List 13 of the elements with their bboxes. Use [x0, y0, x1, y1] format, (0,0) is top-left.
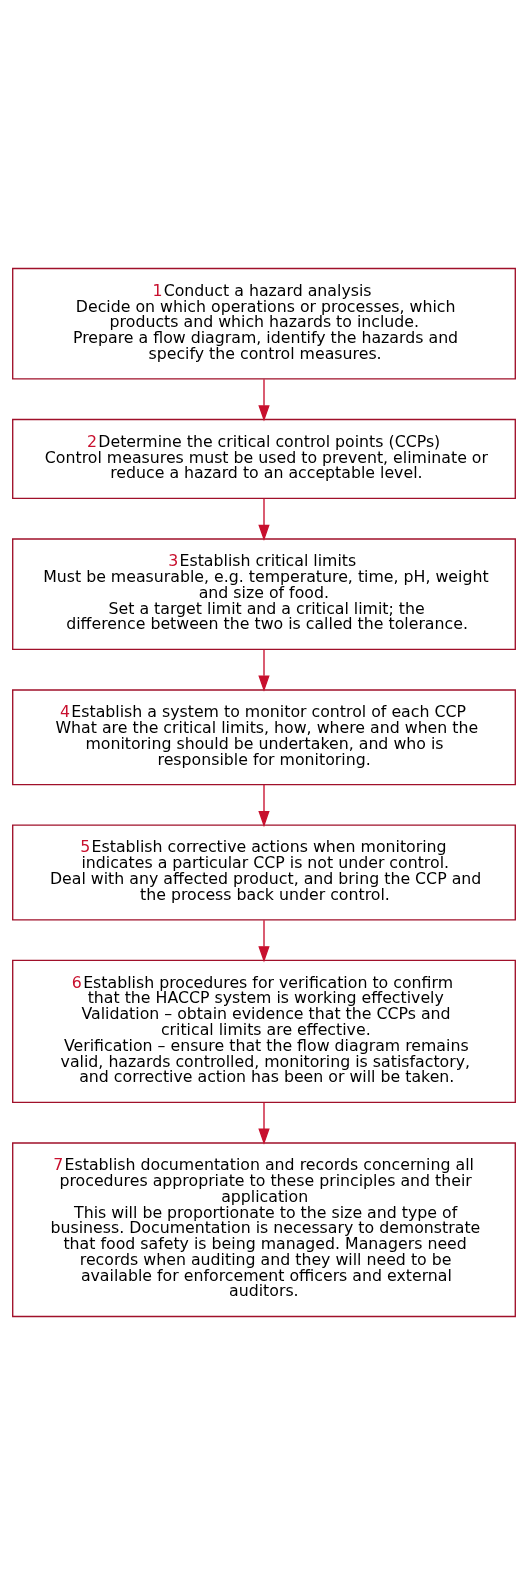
- node-box: 5 Establish corrective actions when monitoring indicates a particular CCP is not under control. Deal with any affected product, and bring the CCP and the process back under control.: [12, 824, 516, 920]
- node-box: 4Establish a system to monitor control of each CCP What are the critical limits, how, where and when the monitoring should be undertaken, and who is responsible for monitoring.: [12, 688, 516, 785]
- node-box: 3 Establish critical limits Must be measurable, e.g. temperature, time, pH, weight and size of food. Set a target limit and a critical limit; the difference between the two is called the tolerance.: [12, 537, 516, 650]
- node-box: 1Conduct a hazard analysis Decide on which operations or processes, which products and which hazards to include. Prepare a flow diagram, identify the hazards and specify the control measures.: [12, 267, 516, 380]
- arrow: [258, 648, 270, 692]
- arrow: [258, 1101, 270, 1145]
- arrow: [258, 919, 270, 962]
- node-box: 7 Establish documentation and records concerning all procedures appropriate to these principles and their application This will be proportionate to the size and type of business. Documentation is necessary to demonstrate that food safety is being managed. Managers need records when auditing and they will need to be available for enforcement officers and external auditors.: [12, 1141, 516, 1317]
- arrow: [258, 378, 270, 422]
- node-box: 2Determine the critical control points (CCPs) Control measures must be used to prevent, eliminate or reduce a hazard to an acceptable level.: [12, 418, 516, 499]
- node-box: 6Establish procedures for verification to confirm that the HACCP system is working effectively Validation – obtain evidence that the CCPs and critical limits are effective. Verification – ensure that the flow diagram remains valid, hazards controlled, monitoring is satisfactory, and corrective action has been or will be taken.: [12, 959, 516, 1103]
- arrow: [258, 783, 270, 827]
- arrow: [258, 497, 270, 541]
